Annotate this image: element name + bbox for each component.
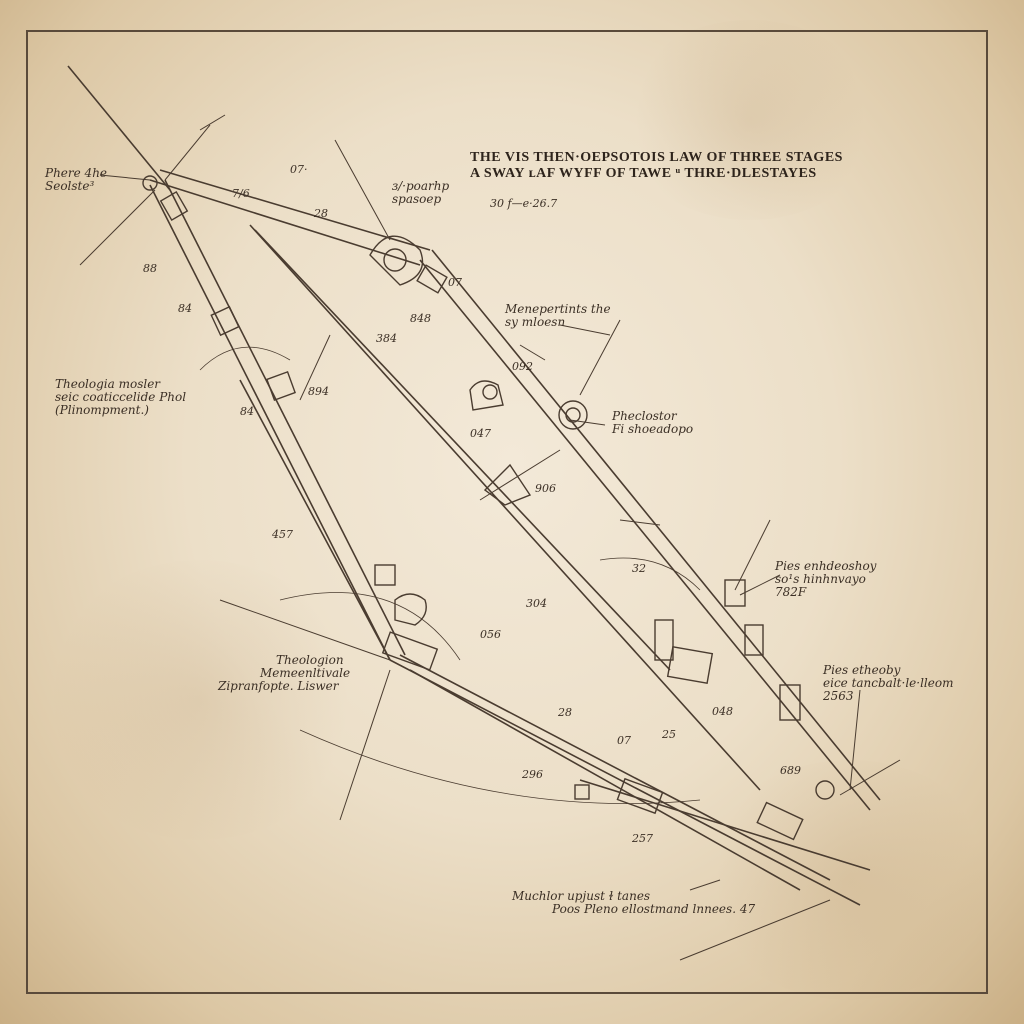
dimension-label: 056 (480, 628, 501, 641)
dimension-label: 28 (558, 706, 572, 719)
leader-lines (79, 114, 901, 961)
dimension-label: 296 (522, 768, 543, 781)
drawing-border (26, 30, 988, 994)
dimension-label: 07· (290, 163, 308, 176)
dimension-label: 84 (178, 302, 192, 315)
annotation-left: Theologia mosler seic coaticcelide Phol … (55, 377, 187, 417)
dimension-label: 88 (143, 262, 157, 275)
annotation-mid: Menepertints the sy mloesn (505, 302, 611, 329)
dimension-label: 457 (272, 528, 293, 541)
dimension-label: 689 (780, 764, 801, 777)
dimension-label: 07 (617, 734, 631, 747)
dimension-label: 07 (448, 276, 462, 289)
paper-stain (620, 20, 880, 220)
dimension-label: 047 (470, 427, 491, 440)
dimension-label: 906 (535, 482, 556, 495)
main-members (67, 65, 881, 906)
dimension-label: 304 (526, 597, 547, 610)
title-line-1: THE VIS THEN·OEPSOTOIS LAW OF THREE STAG… (470, 150, 843, 165)
paper-stain (40, 560, 360, 840)
faint-arcs (199, 346, 701, 805)
annotation-bottom-left: Theologion Memeenltivale Zipranfopte. Li… (218, 653, 351, 693)
dimension-label: 894 (308, 385, 329, 398)
dimension-label: 84 (240, 405, 254, 418)
dimension-label: 30 f—e·26.7 (490, 197, 558, 210)
annotation-right-1: Pheclostor Fi shoeadopo (612, 409, 694, 436)
annotation-top-bracket: ɜ/·poarhp spasoep (392, 179, 450, 206)
annotation-bottom: Muchlor upjust ɫ tanes Poos Pleno ellost… (512, 889, 756, 916)
dimension-label: 048 (712, 705, 733, 718)
title-line-2: A SWAY ʟAF WYFF OF TAWE ᵘ THRE·DLESTAYES (470, 166, 817, 181)
joint-fittings (142, 175, 835, 841)
drawing-title: THE VIS THEN·OEPSOTOIS LAW OF THREE STAG… (470, 150, 843, 182)
dimension-label: 848 (410, 312, 431, 325)
dimension-label: 257 (632, 832, 653, 845)
dimension-label: 25 (662, 728, 676, 741)
annotation-right-3: Pies etheoby eice tancbalt·le·lleom 2563 (823, 663, 954, 703)
dimension-label: 32 (632, 562, 646, 575)
paper-stain (700, 760, 1000, 1000)
dimension-label: 28 (314, 207, 328, 220)
guide-line (67, 65, 171, 191)
dimension-label: 384 (376, 332, 397, 345)
annotation-top-left: Phere 4he Seolste³ (45, 166, 108, 193)
dimension-label: 7/6 (232, 187, 250, 200)
dimension-label: 092 (512, 360, 533, 373)
annotation-right-2: Pies enhdeoshoy so¹s hinhnvayo 782F (775, 559, 877, 599)
